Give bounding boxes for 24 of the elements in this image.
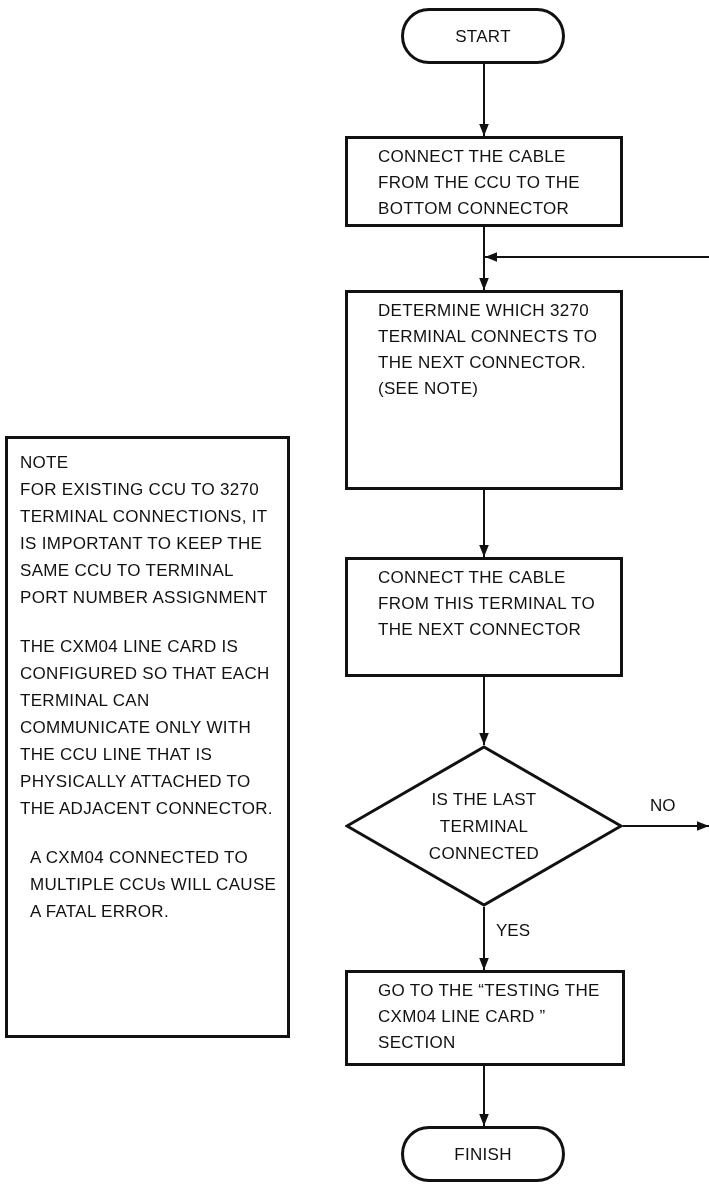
process-box [345,290,623,490]
note-box [5,436,290,1038]
arrow [484,252,709,262]
node-text: IS THE LAST TERMINAL CONNECTED [427,788,541,865]
note-text: FOR EXISTING CCU TO 3270 TERMINAL CONNECTIONS, IT IS IMPORTANT TO KEEP THE SAME CCU TO TERMINAL PORT NUMBER ASSIGNMENT [20,479,269,609]
arrow [479,489,489,558]
node-text: START [455,25,511,48]
node-text: FINISH [454,1143,512,1166]
arrow [479,676,489,746]
arrow [479,226,489,291]
node-text: CONNECT THE CABLE FROM THIS TERMINAL TO THE NEXT CONNECTOR [378,567,596,641]
arrow [622,821,709,831]
node-text: CONNECT THE CABLE FROM THE CCU TO THE BOTTOM CONNECTOR [378,146,581,220]
arrow [479,906,489,971]
node-text: DETERMINE WHICH 3270 TERMINAL CONNECTS TO THE NEXT CONNECTOR. (SEE NOTE) [378,300,599,400]
process-box [345,557,623,677]
arrow [479,63,489,137]
note-heading: NOTE [20,452,70,474]
note-text: A CXM04 CONNECTED TO MULTIPLE CCUs WILL CAUSE A FATAL ERROR. [29,847,277,923]
note-text: THE CXM04 LINE CARD IS CONFIGURED SO THAT EACH TERMINAL CAN COMMUNICATE ONLY WITH THE CCU LINE THAT IS PHYSICALLY ATTACHED TO THE ADJACENT CONNECTOR. [20,636,274,820]
arrow [479,1065,489,1127]
process-box [345,136,623,227]
process-box [345,970,625,1066]
node-text: GO TO THE “TESTING THE CXM04 LINE CARD ” SECTION [378,980,601,1054]
